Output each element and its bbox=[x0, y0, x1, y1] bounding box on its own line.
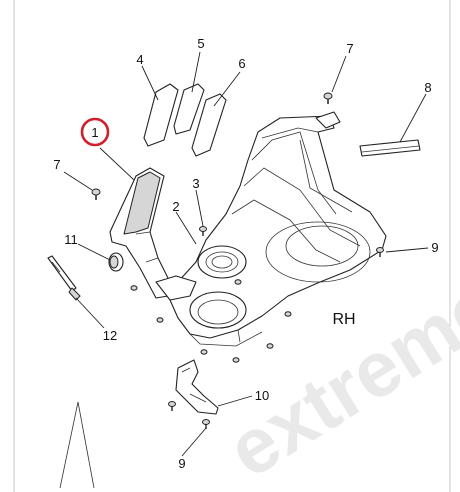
part-8-seal-strip bbox=[359, 139, 421, 157]
callout-9-right: 9 bbox=[431, 240, 438, 255]
push-rivet-7-left bbox=[91, 188, 101, 200]
screw-panel-1 bbox=[130, 285, 138, 291]
callout-2: 2 bbox=[172, 199, 179, 214]
part-1-air-duct bbox=[109, 167, 197, 301]
screw-panel-3 bbox=[200, 349, 208, 355]
screw-panel-4 bbox=[232, 357, 240, 363]
callout-6: 6 bbox=[238, 56, 245, 71]
adjacent-part-edge bbox=[77, 401, 95, 489]
callout-7-top: 7 bbox=[346, 41, 353, 56]
screw-3 bbox=[199, 226, 207, 236]
part-12-tie-strap bbox=[47, 255, 81, 301]
screw-bracket bbox=[168, 401, 176, 411]
part-6-foam-pad bbox=[191, 93, 227, 157]
part-5-foam-pad bbox=[173, 83, 205, 135]
push-rivet-7-top bbox=[323, 92, 333, 104]
leader-lines bbox=[63, 51, 429, 457]
highlight-circle bbox=[80, 117, 110, 147]
part-10-bracket bbox=[175, 359, 219, 415]
callout-8: 8 bbox=[424, 80, 431, 95]
screw-panel-5 bbox=[266, 343, 274, 349]
callout-4: 4 bbox=[136, 52, 143, 67]
callout-1: 1 bbox=[91, 125, 98, 140]
screw-panel-6 bbox=[284, 311, 292, 317]
side-label: RH bbox=[332, 311, 355, 328]
callout-10: 10 bbox=[255, 388, 269, 403]
screw-panel-2 bbox=[156, 317, 164, 323]
callout-3: 3 bbox=[192, 176, 199, 191]
part-4-foam-pad bbox=[143, 83, 179, 147]
callout-7-left: 7 bbox=[53, 157, 60, 172]
callout-9-bottom: 9 bbox=[178, 456, 185, 471]
screw-9-right bbox=[376, 247, 384, 257]
callout-12: 12 bbox=[103, 328, 117, 343]
fasteners bbox=[91, 92, 384, 429]
part-11-grommet bbox=[108, 252, 124, 272]
callout-11: 11 bbox=[64, 232, 78, 247]
part-2-inner-fender-panel bbox=[169, 111, 387, 347]
screw-panel-7 bbox=[234, 279, 242, 285]
callout-5: 5 bbox=[197, 36, 204, 51]
adjacent-part-edge-2 bbox=[59, 401, 79, 489]
screw-9-bottom bbox=[202, 419, 210, 429]
